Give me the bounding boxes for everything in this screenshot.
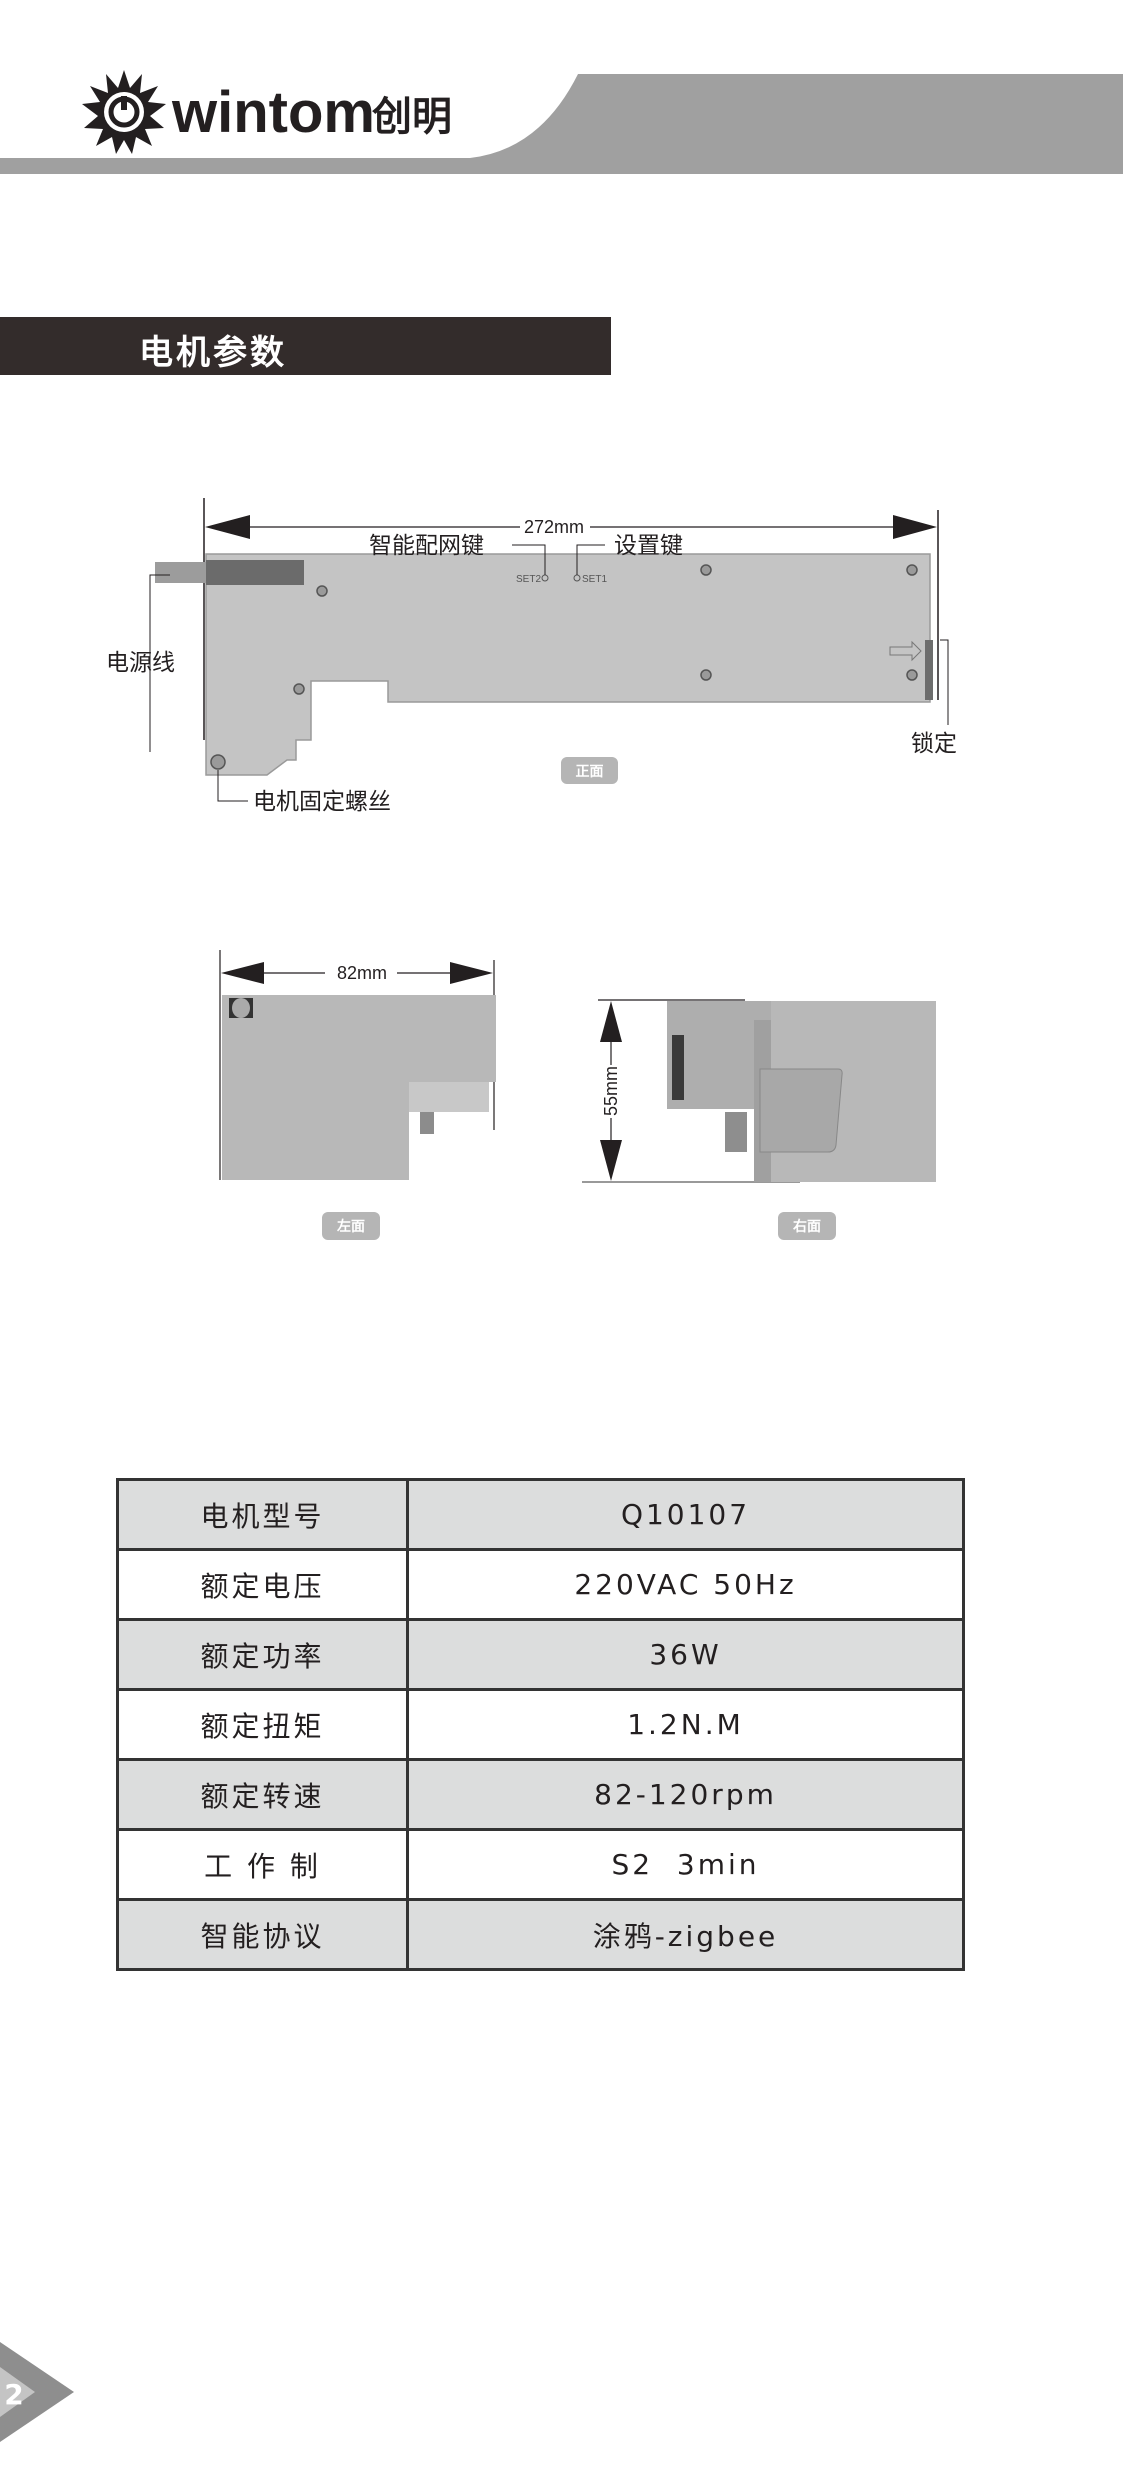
page-number-marker: 2	[0, 2342, 74, 2442]
arrow-right-icon	[450, 962, 493, 984]
height-dimension: 55mm	[601, 1066, 621, 1116]
motor-body-front	[205, 553, 931, 776]
leader-line	[576, 544, 605, 575]
spec-key: 额定扭矩	[116, 1688, 409, 1761]
gear	[420, 1112, 434, 1134]
spec-key: 工 作 制	[116, 1828, 409, 1901]
triangle-icon	[0, 2342, 74, 2442]
table-row: 智能协议涂鸦-zigbee	[116, 1898, 965, 1971]
brand-name: wintom	[171, 80, 375, 145]
cord-sleeve	[206, 560, 304, 585]
leader-line	[149, 574, 170, 752]
set2-label: SET2	[516, 574, 541, 585]
brand-logo: wintom 创明	[82, 70, 452, 154]
screw-icon	[906, 669, 918, 681]
spec-key: 电机型号	[116, 1478, 409, 1551]
left-view-badge: 左面	[336, 1218, 365, 1235]
arrow-left-icon	[221, 962, 264, 984]
set1-label: SET1	[582, 574, 607, 585]
lock-label: 锁定	[911, 731, 957, 757]
view-badge	[561, 757, 618, 784]
spec-value: S2 3min	[406, 1828, 965, 1901]
mount-screw-icon	[210, 754, 226, 770]
power-cord-label: 电源线	[106, 650, 175, 676]
view-badge	[322, 1212, 380, 1240]
section-title: 电机参数	[139, 333, 287, 373]
leader-line	[217, 770, 248, 802]
width-dimension: 82mm	[337, 963, 387, 983]
arrow-left-icon	[205, 515, 250, 539]
screw-icon	[232, 998, 250, 1018]
arrow-down-icon	[600, 1140, 622, 1181]
screw-icon	[700, 564, 712, 576]
header-banner: wintom 创明	[0, 70, 1123, 174]
spec-key: 智能协议	[116, 1898, 409, 1971]
gear-block	[667, 1001, 771, 1109]
right-view-badge: 右面	[792, 1218, 821, 1235]
spec-value: 1.2N.M	[406, 1688, 965, 1761]
spec-key: 额定功率	[116, 1618, 409, 1691]
left-view: 82mm 左面	[219, 950, 496, 1240]
spec-value: 涂鸦-zigbee	[406, 1898, 965, 1971]
mount-screw-label: 电机固定螺丝	[253, 789, 391, 815]
spec-value: 82-120rpm	[406, 1758, 965, 1831]
triangle-inner-icon	[0, 2367, 35, 2417]
screw-icon	[293, 683, 305, 695]
screw-icons	[210, 564, 918, 770]
sun-icon	[82, 70, 166, 154]
motor-diagrams: 272mm SET2 SET1 智能配网键 设置键 电源线 锁定 电机固定螺	[106, 498, 957, 1240]
lock-slider	[925, 640, 933, 700]
screw-icon	[700, 669, 712, 681]
spec-value: 220VAC 50Hz	[406, 1548, 965, 1621]
brand-name-cn: 创明	[372, 94, 452, 140]
front-view-badge: 正面	[576, 764, 604, 780]
gear	[725, 1112, 747, 1152]
arrow-up-icon	[600, 1001, 622, 1042]
spec-value: Q10107	[406, 1478, 965, 1551]
leader-line	[940, 639, 949, 725]
setting-key-label: 设置键	[614, 533, 683, 559]
spec-key: 额定转速	[116, 1758, 409, 1831]
lock-arrow-icon	[889, 640, 922, 662]
spec-key: 额定电压	[116, 1548, 409, 1621]
lock-latch	[759, 1068, 843, 1153]
spec-value: 36W	[406, 1618, 965, 1691]
leader-line	[512, 544, 546, 575]
right-view: 55mm 右面	[582, 999, 936, 1240]
page-number: 2	[4, 2378, 23, 2411]
screw-icon	[316, 585, 328, 597]
front-view: 272mm SET2 SET1 智能配网键 设置键 电源线 锁定 电机固定螺	[106, 498, 957, 815]
header-gray-band	[0, 74, 1123, 174]
screw-icon	[906, 564, 918, 576]
pairing-key-label: 智能配网键	[369, 533, 484, 559]
motor-body-left	[222, 995, 496, 1180]
length-dimension: 272mm	[524, 517, 584, 537]
arrow-right-icon	[893, 515, 937, 539]
gear-teeth	[672, 1035, 684, 1100]
gear-housing	[409, 1082, 489, 1112]
view-badge	[778, 1212, 836, 1240]
section-title-bar: 电机参数	[0, 317, 611, 375]
